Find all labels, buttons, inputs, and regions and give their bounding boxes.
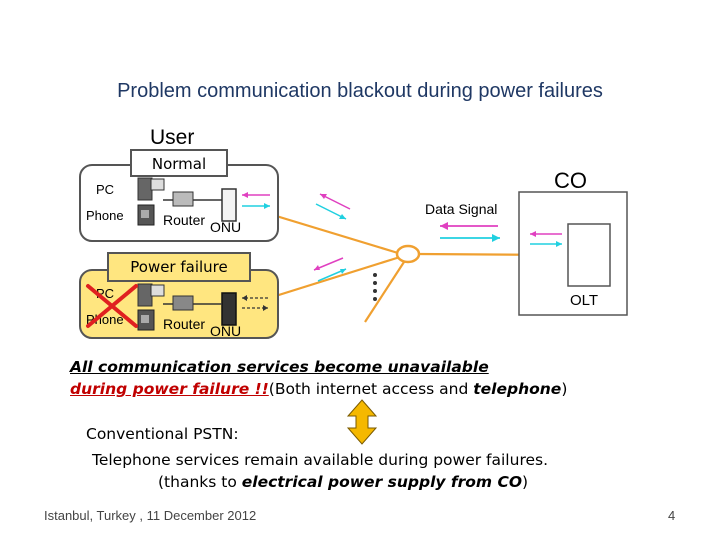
signal-arrows-upper xyxy=(315,193,351,220)
pc-icon xyxy=(137,177,165,201)
double-arrow-icon xyxy=(346,399,378,445)
olt-signal-arrows xyxy=(530,231,562,247)
slide-title: Problem communication blackout during po… xyxy=(117,80,603,102)
normal-label: Normal xyxy=(152,155,206,173)
pstn-line-2-open: (thanks to xyxy=(158,473,242,491)
router-label-failure: Router xyxy=(163,316,205,332)
router-icon-failure xyxy=(172,295,194,311)
power-failure-emphasis: during power failure !! xyxy=(70,380,269,398)
router-icon xyxy=(172,191,194,207)
normal-signal-arrows xyxy=(242,192,270,209)
phone-label-failure: Phone xyxy=(86,312,124,327)
normal-tab xyxy=(130,149,228,177)
phone-icon-failure xyxy=(137,309,155,331)
paren-close: ) xyxy=(561,380,568,398)
pstn-line-1: Telephone services remain available duri… xyxy=(92,451,549,469)
dashed-arrow-head-left xyxy=(242,295,247,301)
blackout-line-1-text: All communication services become unavai… xyxy=(70,358,489,376)
olt-box xyxy=(567,223,611,287)
dashed-arrow-head-right xyxy=(263,305,268,311)
co-power-emphasis: electrical power supply from CO xyxy=(241,473,523,491)
cross-icon xyxy=(86,284,138,328)
telephone-emphasis: telephone xyxy=(473,380,562,398)
paren-open: (Both internet access and xyxy=(268,380,474,398)
phone-label-normal: Phone xyxy=(86,208,124,223)
power-failure-label: Power failure xyxy=(130,258,228,276)
phone-icon xyxy=(137,204,155,226)
data-signal-label: Data Signal xyxy=(425,201,497,217)
splitter xyxy=(395,244,421,264)
onu-label-normal: ONU xyxy=(210,219,241,235)
signal-arrows-lower xyxy=(313,257,347,282)
co-label: CO xyxy=(554,168,587,193)
page-number: 4 xyxy=(668,508,676,523)
blackout-line-1: All communication services become unavai… xyxy=(70,358,489,376)
data-signal-arrows xyxy=(440,222,500,242)
power-failure-tab xyxy=(107,252,251,282)
pstn-line-2-close: ) xyxy=(522,473,529,491)
footer-location-date: Istanbul, Turkey , 11 December 2012 xyxy=(44,508,257,523)
pc-icon-failure xyxy=(137,283,165,307)
onu-icon-failure xyxy=(221,292,237,326)
user-label: User xyxy=(150,126,194,149)
pstn-line-2: (thanks to electrical power supply from … xyxy=(158,473,528,491)
blackout-line-2: during power failure !!(Both internet ac… xyxy=(70,380,567,398)
pc-label-normal: PC xyxy=(96,182,114,197)
onu-label-failure: ONU xyxy=(210,323,241,339)
onu-icon xyxy=(221,188,237,222)
pstn-heading: Conventional PSTN: xyxy=(86,425,239,443)
ellipsis-dots xyxy=(373,273,377,301)
router-label-normal: Router xyxy=(163,212,205,228)
olt-label: OLT xyxy=(570,292,598,309)
